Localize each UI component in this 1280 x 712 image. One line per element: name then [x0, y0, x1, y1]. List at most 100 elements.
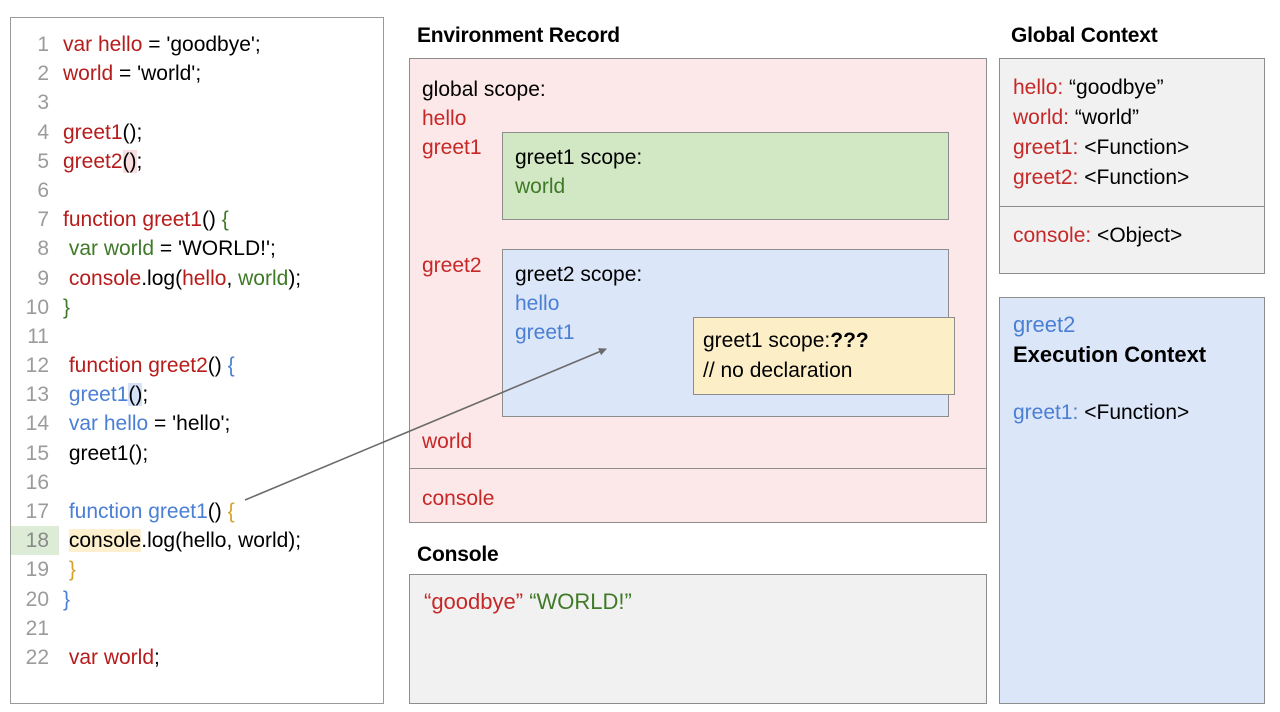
greet1-inner-scope-comment: // no declaration [703, 359, 853, 382]
code-token: ; [142, 383, 149, 407]
code-line: 14 var hello = 'hello'; [11, 409, 383, 438]
binding-value: <Object> [1091, 224, 1183, 247]
greet1-scope-header: greet1 scope: [515, 146, 643, 169]
code-line-number: 15 [25, 441, 49, 465]
greet2-execution-context-panel: greet2 Execution Context greet1: <Functi… [999, 297, 1265, 704]
code-line: 9 console.log(hello, world); [11, 264, 383, 293]
code-line-number: 20 [25, 587, 49, 611]
code-line: 13 greet1(); [11, 380, 383, 409]
console-output-line: “goodbye” “WORLD!” [424, 587, 986, 617]
code-token: var hello [63, 33, 143, 56]
code-token: world [63, 62, 114, 86]
code-line-number: 12 [25, 354, 49, 378]
binding-key: greet1: [1013, 136, 1079, 159]
greet2-scope-var-hello: hello [515, 292, 560, 315]
code-token: ; [136, 149, 143, 173]
code-line-number: 21 [25, 616, 49, 640]
code-token: = 'goodbye'; [142, 33, 261, 56]
binding-value: <Function> [1078, 136, 1190, 159]
code-token: console [68, 529, 142, 553]
code-line: 6 [11, 176, 383, 205]
code-line-text: } [59, 555, 76, 584]
code-token: greet2 [63, 149, 123, 173]
greet2-scope-header: greet2 scope: [515, 263, 643, 286]
code-line-number: 1 [37, 33, 49, 56]
global-context-row: hello: “goodbye” [1013, 73, 1264, 103]
code-line: 19 } [11, 555, 383, 584]
code-editor-panel: 1 var hello = 'goodbye'; 2 world = 'world';… [10, 17, 384, 704]
greet1-scope-var-world: world [515, 175, 566, 198]
binding-key: greet2: [1013, 166, 1079, 189]
code-line-number: 17 [25, 500, 49, 523]
greet1-inner-scope-unknown: ??? [830, 329, 869, 352]
code-line-number: 14 [25, 412, 49, 436]
console-panel: “goodbye” “WORLD!” [409, 574, 987, 704]
binding-value: “world” [1069, 106, 1140, 129]
code-token: hello [182, 266, 227, 290]
code-token: () [128, 383, 143, 407]
code-line-number: 22 [25, 645, 49, 669]
code-line: 17 function greet1() { [11, 497, 383, 526]
code-line: 21 [11, 614, 383, 643]
code-line-number: 8 [37, 237, 49, 261]
env-binding-greet2: greet2 [422, 254, 482, 277]
code-token [63, 529, 69, 552]
code-line-number: 13 [25, 383, 49, 407]
code-line-text: function greet1() { [59, 205, 229, 234]
code-line: 11 [11, 322, 383, 351]
binding-key: console: [1013, 224, 1092, 247]
code-token: () [207, 354, 228, 378]
greet1-inner-scope-header: greet1 scope:??? [703, 326, 954, 356]
code-token: } [63, 558, 76, 582]
code-line: 16 [11, 468, 383, 497]
environment-record-panel: global scope: hello greet1 greet2 world … [409, 58, 987, 523]
console-output-token: “goodbye” [424, 589, 524, 614]
code-token: ); [288, 266, 302, 290]
code-line-text: } [59, 585, 70, 614]
code-line-text: greet1(); [59, 380, 148, 409]
code-line-number: 18 [11, 526, 59, 556]
code-line-number: 9 [37, 266, 49, 290]
code-line: 22 var world; [11, 643, 383, 672]
code-token: function greet1 [63, 500, 208, 523]
code-line-text: var hello = 'hello'; [59, 409, 231, 438]
code-line-number: 5 [37, 149, 49, 173]
code-token: ; [154, 645, 160, 669]
code-line-number: 6 [37, 178, 49, 202]
code-token: () [207, 500, 228, 523]
global-scope-label: global scope: [422, 78, 546, 101]
code-line: 5 greet2(); [11, 147, 383, 176]
code-line-number: 16 [25, 470, 49, 494]
code-line-number: 2 [37, 62, 49, 86]
code-line: 20} [11, 585, 383, 614]
code-token: , [226, 266, 239, 290]
code-line: 3 [11, 88, 383, 117]
code-line-text: function greet1() { [59, 497, 235, 526]
binding-value: “goodbye” [1063, 76, 1164, 99]
global-context-title: Global Context [1011, 24, 1158, 47]
code-token: .log(hello, world); [141, 529, 302, 553]
code-line-number: 11 [27, 324, 49, 348]
binding-key: hello: [1013, 76, 1064, 99]
binding-key: greet1: [1013, 401, 1079, 424]
greet2-execution-context-binding: greet1: <Function> [1013, 398, 1264, 428]
console-title: Console [417, 543, 499, 566]
greet2-scope-box: greet2 scope: hello greet1 greet1 scope:… [502, 249, 955, 417]
env-binding-console: console [422, 487, 495, 510]
env-binding-world: world [422, 430, 473, 453]
greet1-scope-box: greet1 scope: world [502, 132, 949, 220]
code-token: var world [63, 645, 155, 669]
greet2-execution-context-name: greet2 [1013, 312, 1076, 337]
code-line-text: } [59, 293, 70, 322]
binding-key: world: [1013, 106, 1070, 129]
greet2-execution-context-subtitle: Execution Context [1013, 342, 1207, 367]
global-context-row: world: “world” [1013, 103, 1264, 133]
global-context-row: greet1: <Function> [1013, 133, 1264, 163]
code-line-text: greet1(); [59, 439, 148, 468]
code-token: { [221, 208, 229, 232]
code-token: () [122, 149, 137, 173]
code-token: = 'world'; [113, 62, 202, 86]
code-token: .log( [141, 266, 183, 290]
